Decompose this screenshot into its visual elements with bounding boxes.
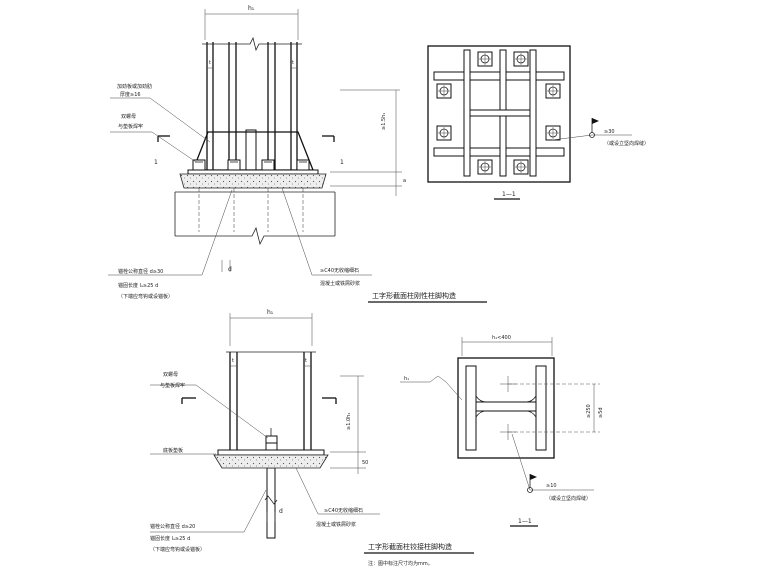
top-column: t t	[202, 36, 302, 171]
bottom-bolt-leader: 锚栓公称直径 d≥20 锚固长度 lₐ≥25 d （下端应弯钩或设锚板）	[150, 489, 267, 553]
bottom-small-dim: 50	[362, 460, 368, 466]
bottom-height-dimension: ≥1.0h₁ 50	[330, 375, 368, 474]
top-base-plate	[187, 169, 319, 175]
bottom-grout-layer	[213, 454, 329, 469]
top-width-label: h₁	[248, 5, 255, 12]
top-nut-leader: 双螺母 与垫板焊牢	[110, 113, 197, 163]
bottom-label-grout-1: ≥C40无收缩细石	[324, 507, 363, 514]
bottom-width-label: h₁	[267, 309, 274, 316]
top-grout-layer	[179, 173, 327, 189]
bottom-section-side-2: ≥5d	[598, 407, 604, 418]
bottom-section-bolts	[500, 376, 600, 440]
bottom-label-nut-2: 与垫板焊牢	[160, 382, 185, 389]
top-t-left: t	[209, 60, 211, 66]
bottom-label-plate: 底板垫板	[163, 447, 183, 454]
bottom-section-weld-flag: ≥10 （或设立坚向焊缝）	[511, 433, 594, 502]
top-label-nut-2: 与垫板焊牢	[118, 123, 143, 130]
bottom-label-bolt-dia: 锚栓公称直径 d≥20	[150, 523, 195, 530]
bottom-section-width-label: h₁<400	[492, 335, 511, 341]
top-foundation	[174, 191, 336, 246]
top-section-weld-note: （或设立坚向焊缝）	[604, 140, 649, 147]
bottom-label-anchor-note: （下端应弯钩或设锚板）	[150, 546, 205, 553]
bottom-section-weld-mark-label: h₁	[404, 376, 409, 382]
top-section-weld-label: ≥30	[604, 129, 615, 135]
top-section-bolts	[436, 51, 561, 175]
top-label-bolt-dia: 锚栓公称直径 d≥30	[118, 268, 163, 275]
top-section-mark-right: 1	[340, 159, 344, 166]
bottom-grout-leader: ≥C40无收缩细石 混凝土或铁屑砂浆	[295, 467, 380, 528]
bottom-column: t t	[226, 351, 316, 450]
bottom-section-side-dimension: ≥250 ≥5d	[586, 384, 604, 432]
top-section-view: ≥30 （或设立坚向焊缝） 1—1	[427, 45, 649, 200]
top-section-weld-flag: ≥30 （或设立坚向焊缝）	[551, 118, 649, 147]
top-section-mark-left: 1	[154, 159, 158, 166]
bottom-section-side-1: ≥250	[586, 404, 592, 418]
top-anchor-bolts	[192, 159, 310, 232]
top-width-dimension: h₁	[204, 5, 299, 40]
top-caption: 工字形截面柱刚性柱脚构造	[372, 291, 456, 300]
top-elevation: h₁ t t	[108, 5, 487, 303]
top-grout-leader: ≥C40无收缩细石 混凝土或铁屑砂浆	[281, 187, 372, 287]
bottom-section-weld-label: ≥10	[546, 483, 557, 489]
top-label-nut-1: 双螺母	[121, 113, 136, 120]
top-section-plate	[427, 45, 571, 183]
top-section-label: 1—1	[502, 191, 516, 198]
top-label-anchor-note: （下端应弯钩或设锚板）	[118, 293, 173, 300]
bottom-elevation: h₁ t t	[150, 309, 474, 567]
top-label-grout-2: 混凝土或铁屑砂浆	[320, 280, 360, 287]
bottom-width-dimension: h₁	[229, 309, 313, 346]
bottom-section-label: 1—1	[518, 518, 532, 525]
top-stiffener-leader: 加劲板或加劲肋 厚度≥16	[110, 83, 211, 143]
bottom-caption: 工字形截面柱铰接柱脚构造	[368, 542, 452, 551]
bottom-section-weld-note: （或设立坚向焊缝）	[546, 495, 591, 502]
bottom-label-d: d	[279, 508, 283, 515]
bottom-section-plate	[457, 357, 555, 459]
top-bolt-leader: 锚栓公称直径 d≥30 锚固长度 lₐ≥25 d （下端应弯钩或设锚板） d	[108, 189, 233, 300]
bottom-section-view: h₁<400 ≥250 ≥5d	[400, 335, 604, 527]
bottom-section-weld-mark: h₁	[400, 375, 463, 401]
bottom-label-anchor-len: 锚固长度 lₐ≥25 d	[150, 535, 190, 542]
bottom-plate-leader: 底板垫板	[150, 447, 216, 455]
bottom-t-right: t	[305, 358, 307, 364]
top-label-d: d	[228, 266, 232, 273]
bottom-nut-leader: 双螺母 与垫板焊牢	[150, 371, 269, 439]
bottom-note: 注：图中标注尺寸均为mm。	[368, 560, 433, 567]
bottom-t-left: t	[232, 358, 234, 364]
top-t-right: t	[292, 60, 294, 66]
bottom-height-label: ≥1.0h₁	[346, 413, 352, 430]
top-height-label: ≥1.5h₁	[381, 113, 387, 130]
top-section-marks: 1 1	[154, 135, 344, 166]
top-small-dim: a	[403, 178, 406, 184]
bottom-section-marks	[181, 397, 337, 404]
bottom-base-plate	[217, 449, 325, 456]
top-label-stiffener-2: 厚度≥16	[120, 91, 141, 98]
bottom-label-nut-1: 双螺母	[163, 371, 178, 378]
bottom-label-grout-2: 混凝土或铁屑砂浆	[316, 521, 356, 528]
top-label-grout-1: ≥C40无收缩细石	[320, 267, 359, 274]
top-label-anchor-len: 锚固长度 lₐ≥25 d	[118, 282, 158, 289]
top-label-stiffener-1: 加劲板或加劲肋	[117, 83, 152, 90]
top-height-dimension: ≥1.5h₁ a	[330, 89, 406, 196]
